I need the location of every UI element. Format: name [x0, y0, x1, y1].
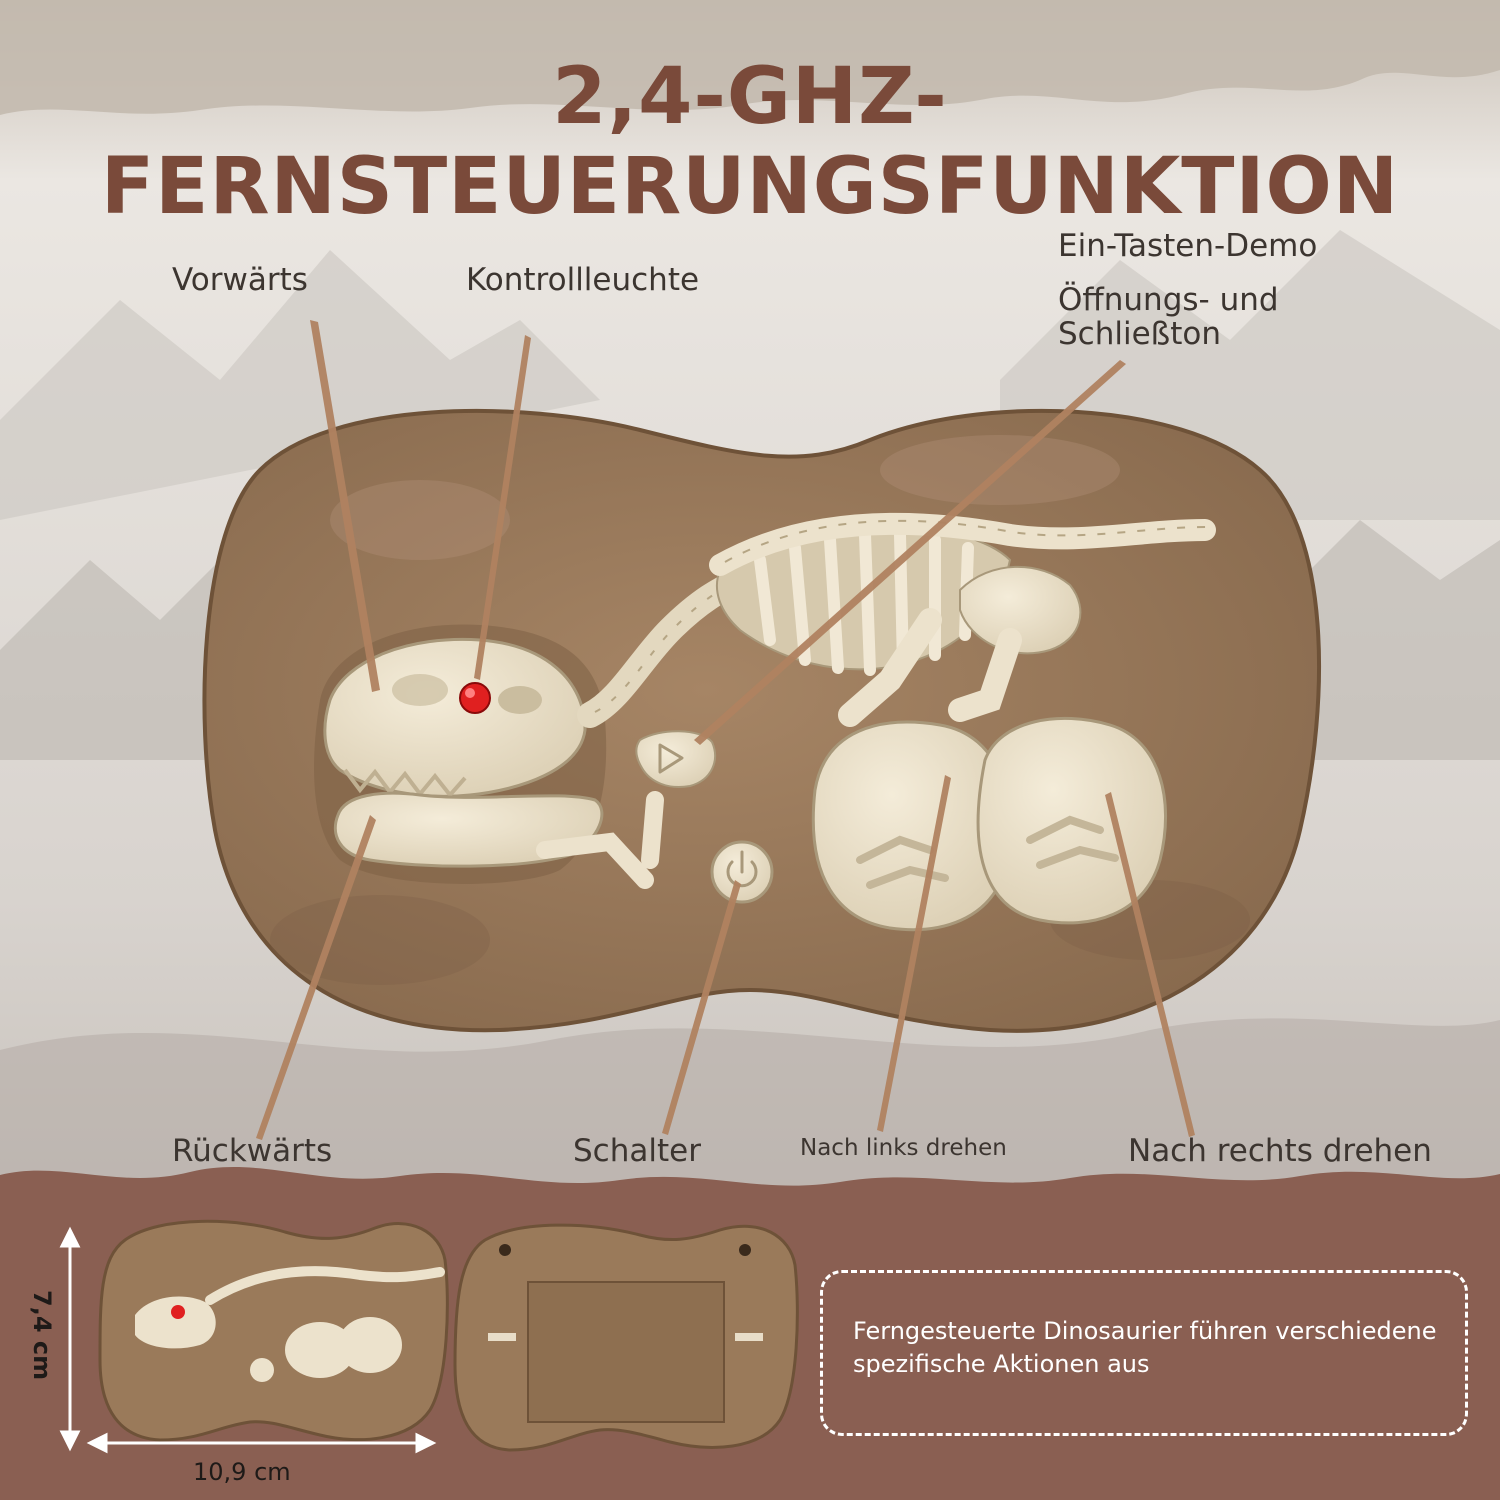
skull-forward-button: [323, 637, 587, 798]
jaw-backward-button: [333, 791, 604, 868]
label-forward: Vorwärts: [172, 262, 308, 298]
label-sound-line1: Öffnungs- und: [1058, 282, 1279, 318]
battery-cover: [527, 1281, 725, 1423]
dimension-width: 10,9 cm: [193, 1458, 291, 1486]
label-demo: Ein-Tasten-Demo: [1058, 228, 1318, 264]
power-icon: [726, 850, 758, 888]
callout-lines: [256, 320, 1195, 1140]
label-turn-left: Nach links drehen: [800, 1135, 1007, 1161]
label-sound-line2: Schließton: [1058, 316, 1221, 352]
info-box: Ferngesteuerte Dinosaurier führen versch…: [820, 1270, 1468, 1436]
dimension-height: 7,4 cm: [28, 1290, 56, 1381]
play-icon: [658, 743, 684, 774]
label-indicator-light: Kontrollleuchte: [466, 262, 700, 298]
label-switch: Schalter: [573, 1133, 701, 1169]
demo-play-button: [635, 730, 716, 788]
label-backward: Rückwärts: [172, 1133, 333, 1169]
info-text: Ferngesteuerte Dinosaurier führen versch…: [853, 1317, 1437, 1378]
label-turn-right: Nach rechts drehen: [1128, 1133, 1432, 1169]
page-title: 2,4-GHZ-FERNSTEUERUNGSFUNKTION: [100, 52, 1400, 232]
thumbnail-led: [171, 1305, 185, 1319]
